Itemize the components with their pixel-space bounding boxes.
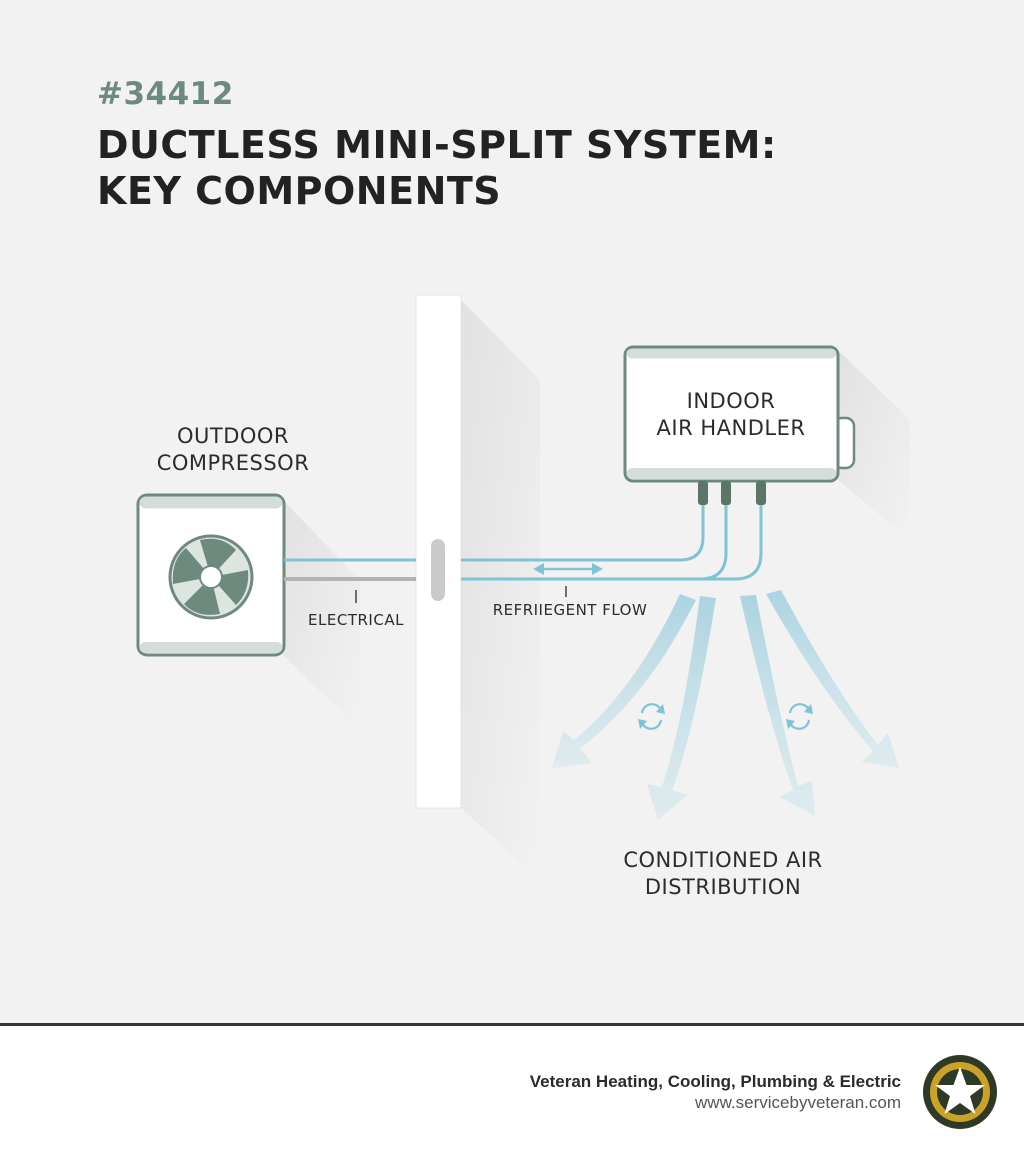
air-label-line-2: DISTRIBUTION [644,875,802,899]
diagram-graphics [136,294,910,880]
refrigerant-arrow-icon [533,563,603,575]
circulation-icon [638,703,665,730]
footer: Veteran Heating, Cooling, Plumbing & Ele… [0,1026,1024,1154]
outdoor-label-line-2: COMPRESSOR [156,451,310,475]
wall-penetration [431,539,445,601]
footer-divider [0,1023,1024,1026]
outdoor-shadow [283,500,360,730]
indoor-air-handler-unit [623,345,856,505]
fan-icon [168,534,254,620]
refrigerant-lines [284,505,763,581]
conditioned-air-label: CONDITIONED AIR DISTRIBUTION [583,847,863,901]
title-line-2: KEY COMPONENTS [97,169,502,213]
outdoor-compressor-unit [136,493,286,657]
air-flow-arrows [552,590,899,820]
company-info: Veteran Heating, Cooling, Plumbing & Ele… [530,1072,901,1113]
air-label-line-1: CONDITIONED AIR [623,848,823,872]
wall-shadow [461,300,540,880]
indoor-shadow [838,350,910,540]
indoor-air-handler-label: INDOOR AIR HANDLER [631,388,831,442]
circulation-icon-2 [786,703,813,730]
title-line-1: DUCTLESS MINI-SPLIT SYSTEM: [97,123,777,167]
company-url[interactable]: www.servicebyveteran.com [695,1093,901,1112]
diagram-number: #34412 [97,76,234,112]
mini-split-diagram: OUTDOOR COMPRESSOR INDOOR AIR HANDLER EL… [133,294,910,901]
company-name: Veteran Heating, Cooling, Plumbing & Ele… [529,1072,901,1091]
outdoor-label-line-1: OUTDOOR [176,424,290,448]
electrical-label: ELECTRICAL [308,611,404,629]
indoor-label-line-1: INDOOR [686,389,776,413]
refrigerant-flow-label: REFRIIEGENT FLOW [492,601,648,619]
outdoor-compressor-label: OUTDOOR COMPRESSOR [133,423,333,477]
header: #34412 DUCTLESS MINI-SPLIT SYSTEM: KEY C… [97,76,777,214]
page-title: DUCTLESS MINI-SPLIT SYSTEM: KEY COMPONEN… [97,122,777,214]
indoor-label-line-2: AIR HANDLER [656,416,806,440]
star-logo-icon [923,1055,997,1129]
